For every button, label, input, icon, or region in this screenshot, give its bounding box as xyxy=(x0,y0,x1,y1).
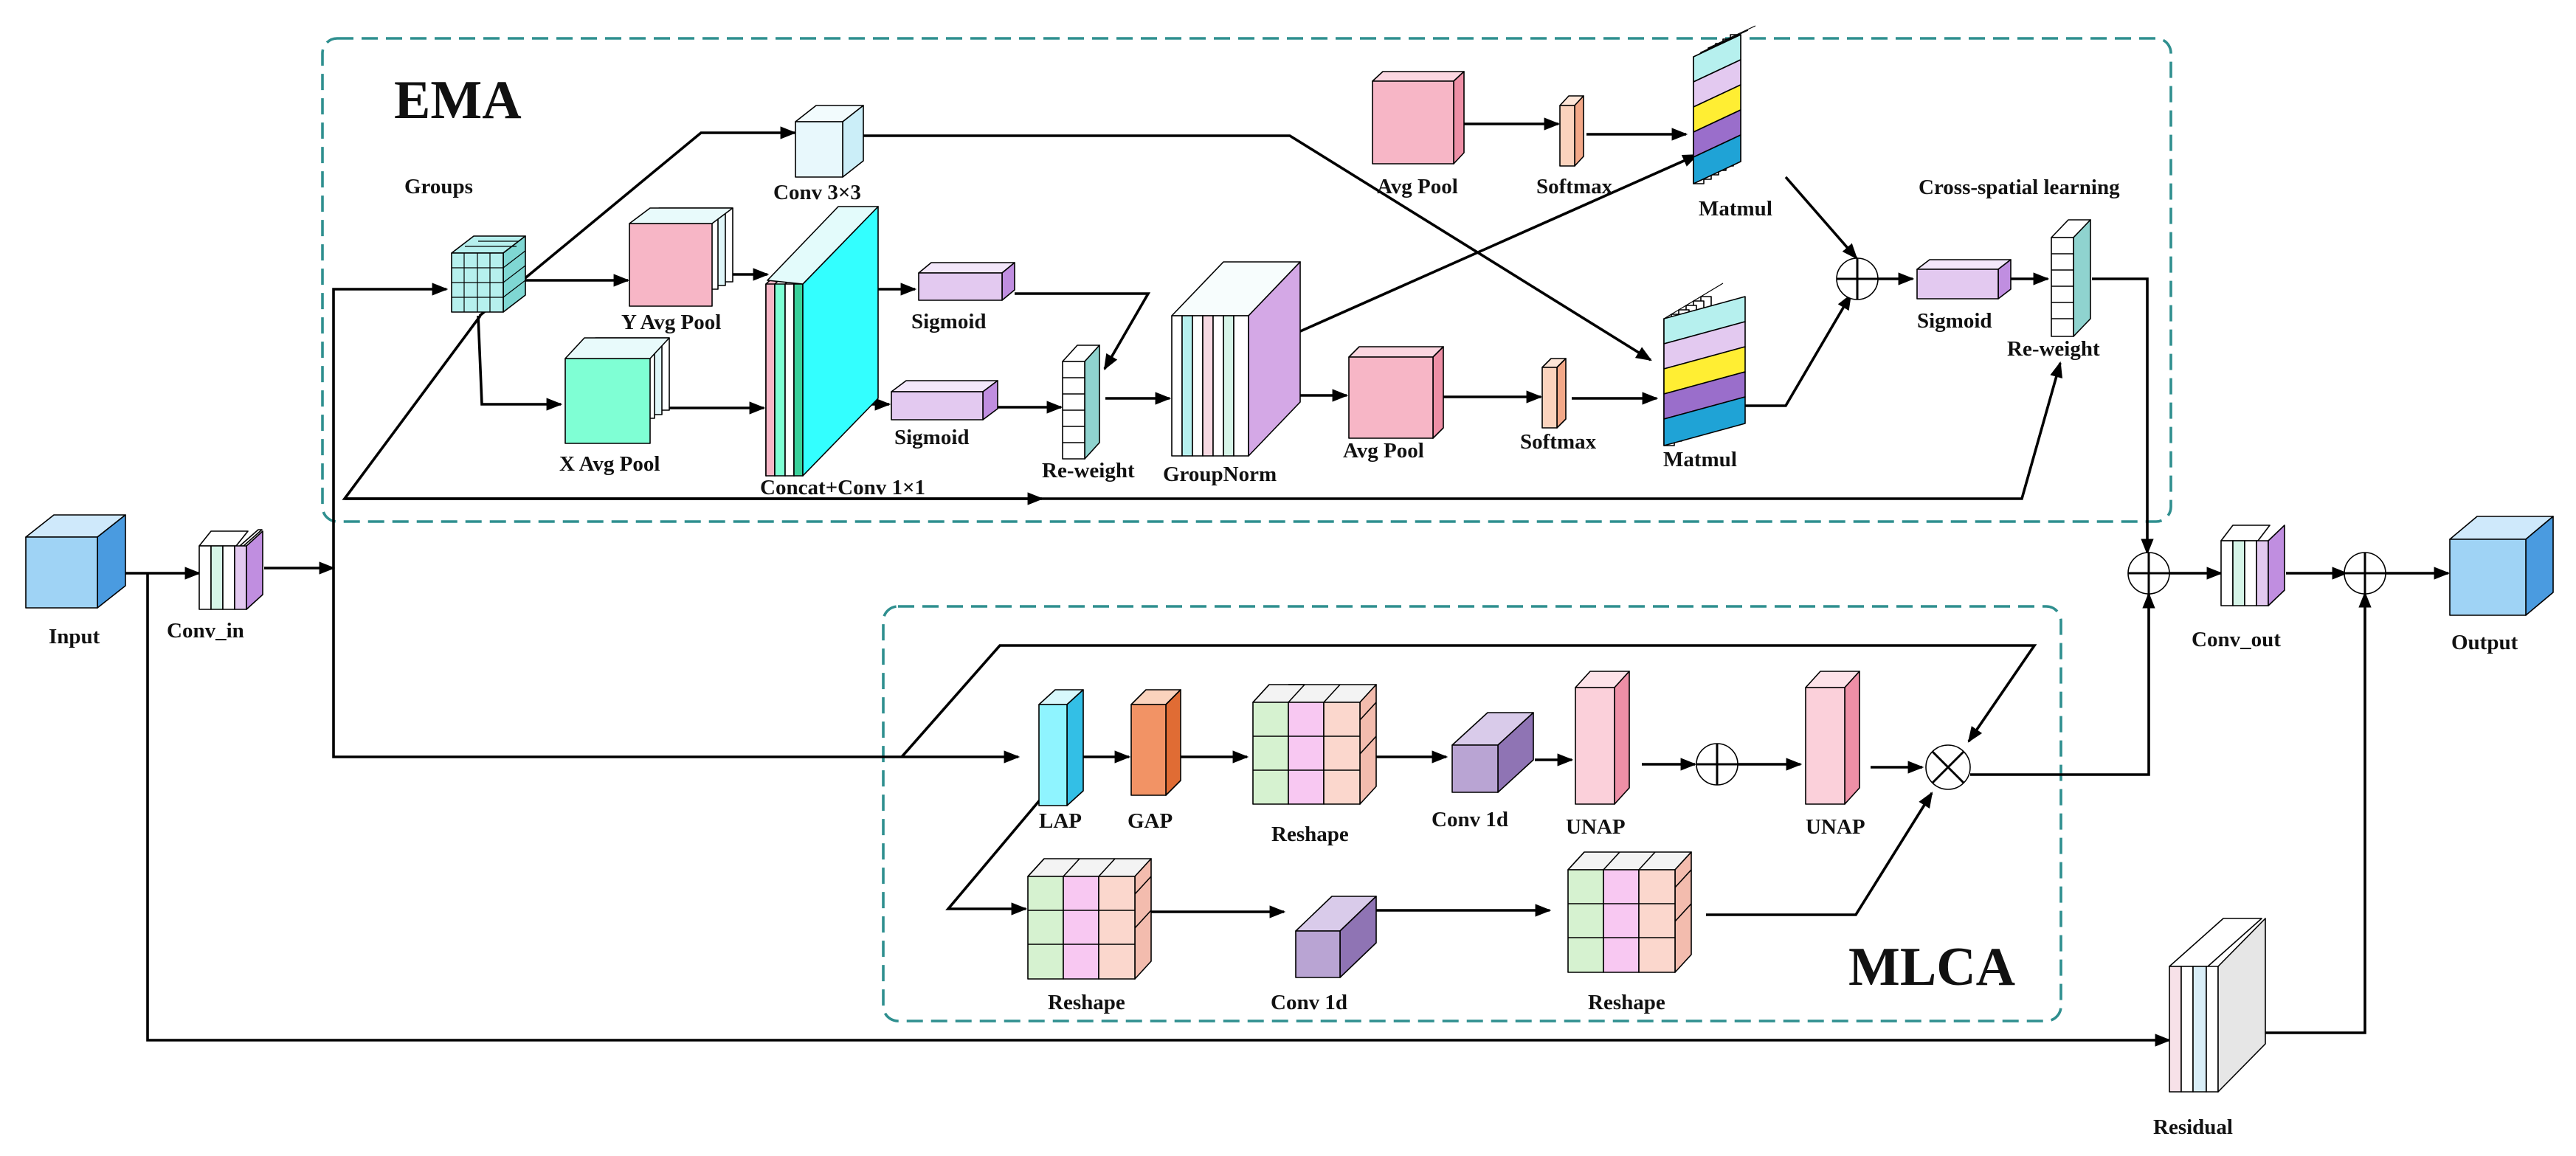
conv3-label: Conv 3×3 xyxy=(773,181,861,204)
reshape-bottom-right-label: Reshape xyxy=(1588,991,1665,1014)
avg-pool-top-block xyxy=(1372,71,1465,165)
softmax-top-block xyxy=(1559,95,1584,167)
mlca-title: MLCA xyxy=(1848,937,2015,997)
cross-plus-icon xyxy=(1837,258,1878,300)
avg-pool-bottom-label: Avg Pool xyxy=(1343,439,1424,463)
sum-plus-icon xyxy=(2128,553,2169,594)
edge-times-sum xyxy=(1970,592,2155,776)
multiply-icon xyxy=(1931,750,1965,784)
conv-in-block xyxy=(198,529,263,610)
avg-pool-top-label: Avg Pool xyxy=(1377,175,1458,198)
reweight-right-block xyxy=(2051,219,2091,337)
reweight-left-block xyxy=(1062,345,1100,460)
concat-conv-block xyxy=(765,206,879,477)
edge-residual-plus xyxy=(2240,591,2372,1034)
conv1d-top-label: Conv 1d xyxy=(1432,808,1508,831)
groups-cube xyxy=(451,235,526,313)
residual-block xyxy=(2169,918,2266,1093)
softmax-bottom-block xyxy=(1541,358,1567,429)
edge-groups-xpool xyxy=(477,315,563,411)
x-avg-pool-block xyxy=(564,337,670,444)
conv1d-bottom-label: Conv 1d xyxy=(1271,991,1347,1014)
conv-out-label: Conv_out xyxy=(2192,628,2281,651)
gap-block xyxy=(1130,689,1181,796)
edge-sig-top-reweight xyxy=(1015,292,1151,370)
x-avg-pool-label: X Avg Pool xyxy=(559,452,660,476)
sigmoid-bottom-block xyxy=(891,380,998,420)
sigmoid-top-label: Sigmoid xyxy=(911,310,987,333)
y-avg-pool-label: Y Avg Pool xyxy=(621,311,721,334)
matmul-top-block xyxy=(1693,25,1756,184)
sigmoid-right-label: Sigmoid xyxy=(1917,309,1992,333)
avg-pool-bottom-block xyxy=(1348,346,1444,439)
matmul-top-label: Matmul xyxy=(1699,197,1772,221)
matmul-bottom-block xyxy=(1663,283,1746,446)
mlca-plus-icon xyxy=(1696,744,1738,785)
unap-right-label: UNAP xyxy=(1806,815,1865,839)
conv-out-block xyxy=(2220,525,2285,606)
sigmoid-top-block xyxy=(918,262,1015,301)
final-plus-icon xyxy=(2344,553,2386,594)
y-avg-pool-block xyxy=(629,207,733,307)
edge-reshape-times xyxy=(1706,792,1933,916)
residual-label: Residual xyxy=(2153,1115,2233,1139)
edges xyxy=(125,117,2451,1047)
gap-label: GAP xyxy=(1128,809,1173,833)
unap-left-label: UNAP xyxy=(1566,815,1626,839)
conv-in-label: Conv_in xyxy=(167,619,244,643)
output-label: Output xyxy=(2451,631,2518,654)
groupnorm-label: GroupNorm xyxy=(1163,463,1277,486)
unap-left-block xyxy=(1575,671,1630,805)
softmax-bottom-label: Softmax xyxy=(1520,430,1597,454)
input-label: Input xyxy=(49,625,100,648)
edge-groupnorm-matmul-top xyxy=(1298,153,1699,333)
reweight-right-label: Re-weight xyxy=(2007,337,2100,361)
edge-lap-reshape-bottom xyxy=(945,791,1048,916)
edge-conv3-cross xyxy=(863,134,1652,361)
groups-label: Groups xyxy=(404,175,473,198)
reshape-bottom-right-block xyxy=(1567,851,1692,973)
conv1d-bottom-block xyxy=(1295,896,1377,978)
mlca-container xyxy=(882,605,2062,1022)
edge-reweight-sum xyxy=(2092,277,2154,555)
unap-right-block xyxy=(1805,671,1860,805)
edge-to-groups xyxy=(332,283,449,568)
cross-spatial-label: Cross-spatial learning xyxy=(1919,176,2120,199)
input-cube xyxy=(25,514,126,609)
sigmoid-right-block xyxy=(1916,259,2012,300)
sigmoid-bottom-label: Sigmoid xyxy=(894,426,970,449)
conv1d-top-block xyxy=(1451,712,1534,793)
lap-label: LAP xyxy=(1039,809,1082,833)
reshape-top-label: Reshape xyxy=(1271,823,1349,846)
edge-groups-conv3 xyxy=(478,126,797,317)
edge-to-lap xyxy=(332,568,1021,764)
edge-matmul-top-plus xyxy=(1784,176,1858,260)
reweight-left-label: Re-weight xyxy=(1042,459,1135,482)
edge-input-residual xyxy=(146,573,2172,1047)
conv3-block xyxy=(795,105,864,178)
edge-matmul-bottom-plus xyxy=(1745,294,1852,407)
matmul-bottom-label: Matmul xyxy=(1663,448,1737,471)
output-cube xyxy=(2449,516,2554,616)
reshape-bottom-left-block xyxy=(1027,858,1152,980)
softmax-top-label: Softmax xyxy=(1536,175,1613,198)
groupnorm-block xyxy=(1171,261,1301,457)
reshape-bottom-left-label: Reshape xyxy=(1048,991,1125,1014)
lap-block xyxy=(1038,689,1084,806)
edge-bottom-reweight-right xyxy=(345,361,2063,500)
ema-container xyxy=(321,37,2172,523)
reshape-top-block xyxy=(1252,684,1377,805)
concat-conv-label: Concat+Conv 1×1 xyxy=(760,476,925,499)
ema-title: EMA xyxy=(394,70,522,131)
edge-mlca-bypass xyxy=(900,644,2037,758)
